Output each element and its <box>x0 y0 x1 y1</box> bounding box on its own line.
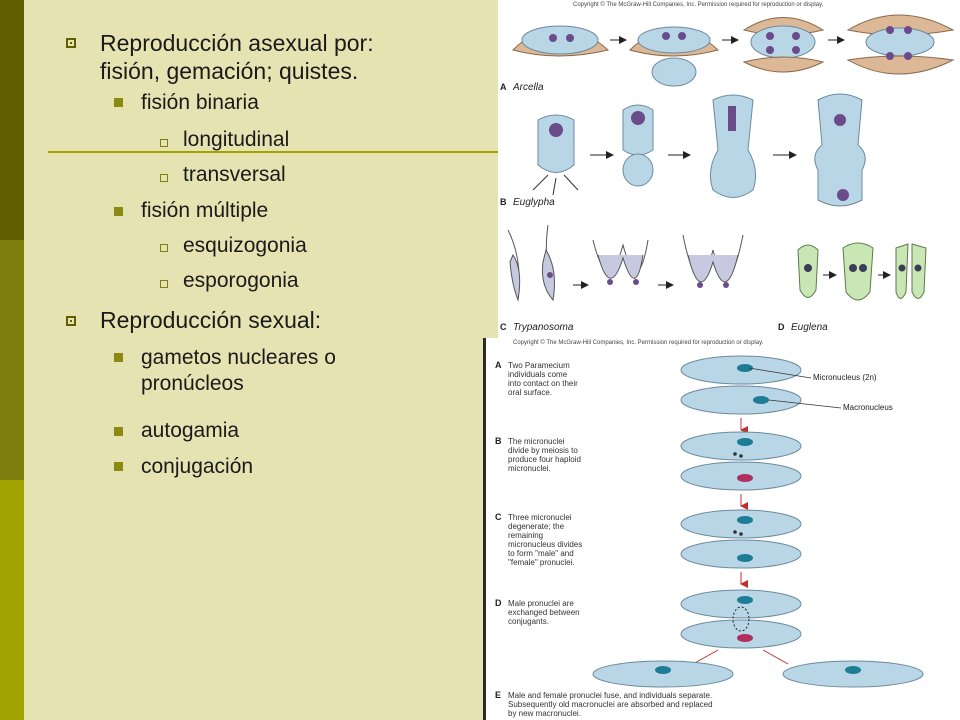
step-e-letter: E <box>495 690 501 700</box>
euglypha-stage-4 <box>814 93 866 207</box>
step-a-letter: A <box>495 360 502 370</box>
bullet-marker-level2 <box>114 98 123 107</box>
step-b-letter: B <box>495 436 502 446</box>
panel-d-letter: D <box>778 322 785 332</box>
panel-b-name: Euglypha <box>513 197 555 208</box>
bullet-fision-binaria: fisión binaria <box>141 91 259 114</box>
sidebar-block-bottom <box>0 480 24 720</box>
bullet-marker-level1 <box>66 38 76 48</box>
bullet-marker-level2 <box>114 207 123 216</box>
bullet-marker-level3 <box>160 280 168 288</box>
bullet-autogamia: autogamia <box>141 419 240 442</box>
panel-a-letter: A <box>500 82 507 92</box>
panel-d-name: Euglena <box>791 322 828 333</box>
bullet-marker-level3 <box>160 139 168 147</box>
paramecium-d2 <box>680 619 802 649</box>
step-c-text: Three micronuclei degenerate; the remain… <box>508 513 585 567</box>
bullet-marker-level2 <box>114 353 123 362</box>
arcella-stage-3 <box>742 17 825 73</box>
panel-b-letter: B <box>500 197 507 207</box>
bullet-marker-level2 <box>114 427 123 436</box>
euglypha-stage-3 <box>709 94 757 198</box>
bullet-transversal: transversal <box>183 163 286 186</box>
top-copyright: Copyright © The McGraw-Hill Companies, I… <box>573 1 824 8</box>
step-d-text: Male pronuclei are exchanged between con… <box>508 599 582 626</box>
arcella-stage-4 <box>846 14 955 75</box>
bullet-list: Reproducción asexual por: fisión, gemaci… <box>66 30 374 478</box>
paramecium-a2 <box>680 385 802 415</box>
figure-left-border <box>483 338 486 720</box>
panel-c-letter: C <box>500 322 507 332</box>
paramecium-c1 <box>680 509 802 539</box>
bullet-longitudinal: longitudinal <box>183 128 290 151</box>
arrow-icon <box>762 649 789 665</box>
bullet-marker-level3 <box>160 174 168 182</box>
bullet-marker-level2 <box>114 462 123 471</box>
bullet-esporogonia: esporogonia <box>183 269 299 292</box>
paramecium-conjugation-figure: Copyright © The McGraw-Hill Companies, I… <box>483 338 960 720</box>
arcella-stage-2 <box>629 26 720 87</box>
trypanosoma-stages <box>507 224 744 302</box>
panel-c-name: Trypanosoma <box>513 322 574 333</box>
euglena-stages <box>797 242 927 301</box>
step-c-letter: C <box>495 512 502 522</box>
sidebar-block-top <box>0 0 24 240</box>
arcella-stage-1 <box>512 25 610 57</box>
paramecium-c2 <box>680 539 802 569</box>
conjugation-illustration: Copyright © The McGraw-Hill Companies, I… <box>495 339 924 718</box>
bullet-fision-multiple: fisión múltiple <box>141 199 269 222</box>
sidebar-block-middle <box>0 240 24 480</box>
protist-fission-figure: Copyright © The McGraw-Hill Companies, I… <box>498 0 960 340</box>
left-sidebar <box>0 0 24 720</box>
bullet-asexual: Reproducción asexual por: fisión, gemaci… <box>100 30 374 85</box>
bullet-esquizogonia: esquizogonia <box>183 234 307 257</box>
label-macronucleus: Macronucleus <box>843 403 893 412</box>
paramecium-b1 <box>680 431 802 461</box>
panel-a-name: Arcella <box>512 82 544 93</box>
step-a-text: Two Paramecium individuals come into con… <box>508 361 580 397</box>
horizontal-rule <box>48 151 498 153</box>
bullet-sexual: Reproducción sexual: <box>100 307 322 333</box>
fission-illustration: Copyright © The McGraw-Hill Companies, I… <box>500 1 955 333</box>
euglypha-stage-1 <box>532 114 579 196</box>
bullet-marker-level3 <box>160 244 168 252</box>
arrow-icon <box>692 649 719 665</box>
paramecium-d1 <box>680 589 802 619</box>
bullet-conjugacion: conjugación <box>141 455 254 478</box>
step-d-letter: D <box>495 598 502 608</box>
bullet-gametos: gametos nucleares o pronúcleos <box>141 346 336 395</box>
label-micronucleus: Micronucleus (2n) <box>813 373 877 382</box>
step-b-text: The micronuclei divide by meiosis to pro… <box>508 437 583 473</box>
bottom-copyright: Copyright © The McGraw-Hill Companies, I… <box>513 339 764 346</box>
step-e-text: Male and female pronuclei fuse, and indi… <box>508 691 715 718</box>
bullet-marker-level1 <box>66 316 76 326</box>
euglypha-stage-2 <box>622 104 654 187</box>
